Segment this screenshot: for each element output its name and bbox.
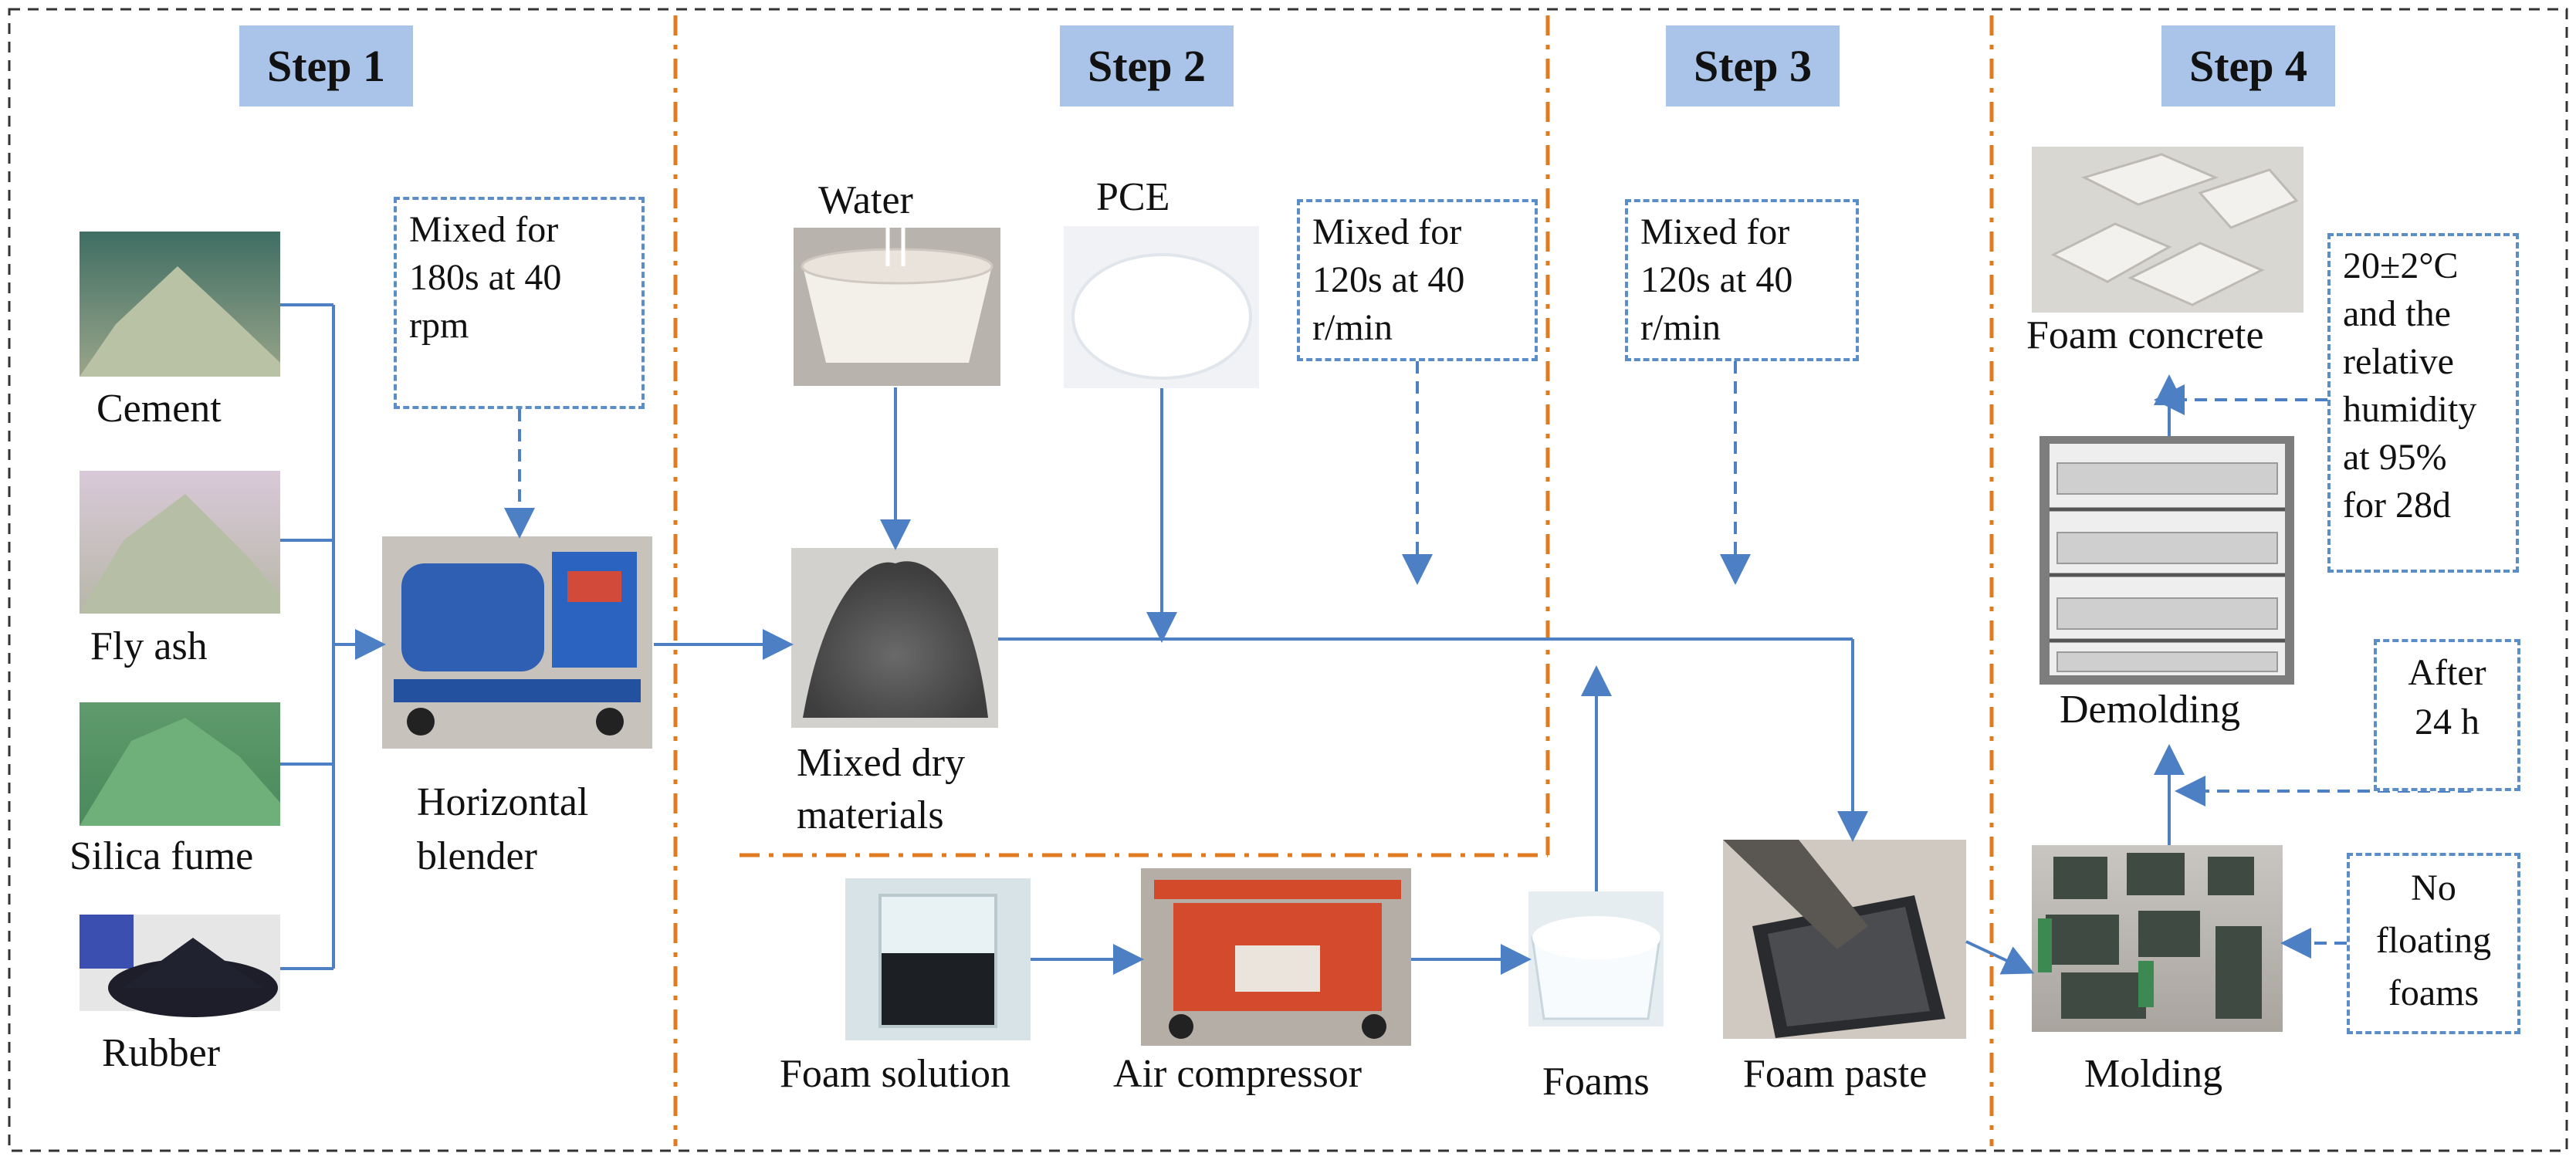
step-3-header: Step 3 <box>1666 25 1840 107</box>
mixed-dry-materials-photo <box>791 548 998 728</box>
no-floating-foams-note: No floating foams <box>2347 853 2520 1034</box>
foams-photo <box>1528 891 1664 1026</box>
foam-concrete-photo <box>2032 147 2304 313</box>
water-photo <box>794 228 1000 386</box>
step-1-header: Step 1 <box>239 25 413 107</box>
cement-label: Cement <box>96 387 222 431</box>
rubber-label: Rubber <box>102 1031 221 1075</box>
cement-photo <box>80 232 280 377</box>
after-24h-note: After 24 h <box>2374 639 2520 791</box>
water-label: Water <box>818 178 913 222</box>
demolding-photo <box>2039 436 2294 685</box>
silica-fume-photo <box>80 702 280 826</box>
molding-label: Molding <box>2084 1052 2223 1096</box>
outer-frame <box>8 8 2568 1152</box>
horizontal-blender-photo <box>382 536 652 749</box>
mixing-note-step3: Mixed for 120s at 40 r/min <box>1625 199 1859 361</box>
foams-label: Foams <box>1542 1060 1650 1104</box>
foam-solution-label: Foam solution <box>780 1052 1011 1096</box>
foam-solution-photo <box>845 878 1031 1040</box>
foam-concrete-label: Foam concrete <box>2026 313 2264 357</box>
fly-ash-label: Fly ash <box>90 624 208 668</box>
air-compressor-label: Air compressor <box>1113 1052 1362 1096</box>
horizontal-blender-label: Horizontal blender <box>417 780 589 878</box>
silica-fume-label: Silica fume <box>69 834 254 878</box>
pce-label: PCE <box>1096 175 1170 219</box>
demolding-label: Demolding <box>2060 688 2240 732</box>
foam-paste-photo <box>1723 840 1966 1039</box>
foam-paste-label: Foam paste <box>1743 1052 1928 1096</box>
mixing-note-step2: Mixed for 120s at 40 r/min <box>1297 199 1538 361</box>
curing-note: 20±2°C and the relative humidity at 95% … <box>2327 233 2519 573</box>
mixing-note-step1: Mixed for 180s at 40 rpm <box>394 197 645 409</box>
step-4-header: Step 4 <box>2161 25 2335 107</box>
rubber-photo <box>80 915 280 1017</box>
molding-photo <box>2032 845 2283 1032</box>
arrow-paste-to-molding <box>1965 940 2035 975</box>
pce-photo <box>1064 226 1259 388</box>
air-compressor-photo <box>1141 868 1411 1046</box>
mixed-dry-materials-label: Mixed dry materials <box>797 741 966 837</box>
fly-ash-photo <box>80 471 280 614</box>
step-2-header: Step 2 <box>1060 25 1234 107</box>
